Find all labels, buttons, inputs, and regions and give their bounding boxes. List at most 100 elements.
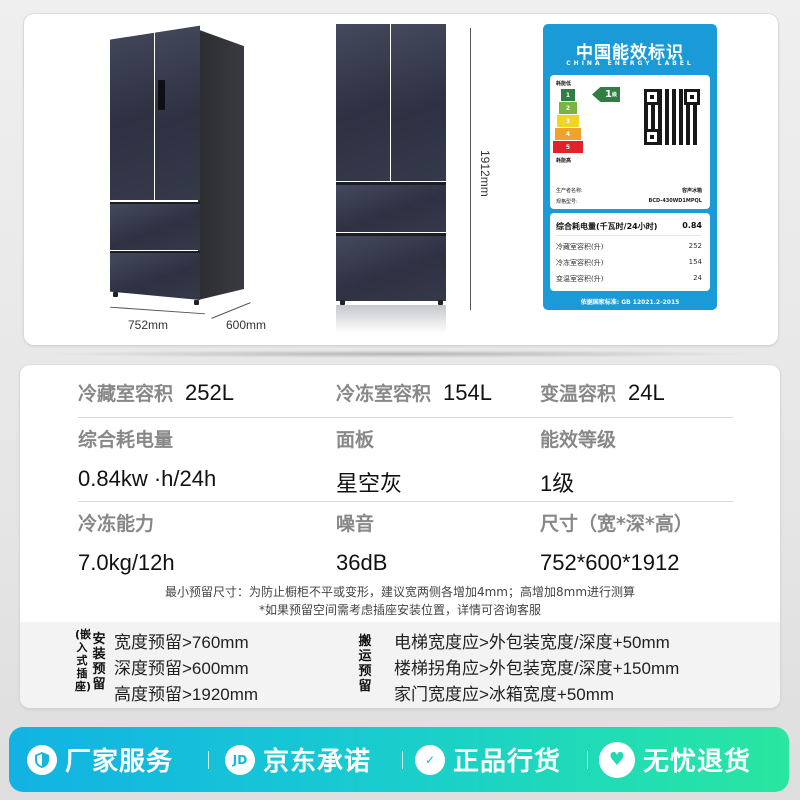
spec-variable-volume: 变温容积 24L (540, 379, 665, 406)
height-label: 1912mm (478, 150, 492, 197)
banner-separator (208, 751, 209, 769)
install-side-title: (嵌入式插座) (75, 628, 92, 693)
spec-noise: 噪音 36dB (336, 509, 387, 576)
spec-value: 154L (443, 380, 492, 405)
reserve-section: (嵌入式插座) 安装预留 宽度预留>760mm 深度预留>600mm 高度预留>… (20, 622, 780, 708)
fridge-reflection (336, 305, 446, 333)
grade-bar-5: 5 (553, 141, 583, 153)
transport-line: 家门宽度应>冰箱宽度+50mm (394, 685, 615, 704)
banner-separator (402, 751, 403, 769)
energy-row-label: 变温室容积(升) (556, 275, 604, 283)
energy-row-value: 0.84 (682, 221, 702, 230)
install-line: 高度预留>1920mm (114, 685, 259, 704)
energy-row: 冷冻室容积(升) 154 (556, 258, 702, 268)
spec-value: 7.0kg/12h (78, 550, 175, 575)
install-line: 深度预留>600mm (114, 659, 249, 678)
spec-card: 冷藏室容积 252L 冷冻室容积 154L 变温容积 24L 综合耗电量 0.8… (20, 365, 780, 708)
left-door (336, 24, 390, 181)
grade-bar-1: 1 (561, 89, 575, 101)
spec-energy-grade: 能效等级 1级 (540, 425, 616, 498)
spec-value: 24L (628, 380, 665, 405)
fridge-front-image (336, 24, 446, 305)
energy-row: 综合耗电量(千瓦时/24小时) 0.84 (556, 221, 702, 232)
socket-note: *如果预留空间需考虑插座安装位置，详情可咨询客服 (258, 603, 541, 617)
card-shadow (40, 350, 760, 358)
grade-suffix: 级 (611, 92, 617, 98)
banner-item-worry-free-return[interactable]: ♥ 无忧退货 (599, 727, 751, 792)
energy-row-value: 252 (688, 242, 702, 250)
energy-row-label: 冷冻室容积(升) (556, 259, 604, 267)
fridge-side-panel (198, 29, 244, 300)
fridge-front-panel (110, 25, 200, 300)
banner-label: 正品行货 (453, 747, 562, 777)
middle-drawer (110, 202, 200, 250)
current-grade: 1 (605, 89, 612, 100)
spec-value: 星空灰 (336, 471, 403, 496)
banner-item-genuine[interactable]: ✓ 正品行货 (415, 727, 561, 792)
energy-label-title: 中国能效标识 (576, 43, 684, 63)
fridge-foot (113, 292, 118, 297)
height-dimension-line (470, 28, 471, 310)
spec-value: 1级 (540, 471, 575, 496)
check-shield-icon: ✓ (415, 744, 445, 775)
control-display (158, 80, 165, 110)
depth-label: 600mm (226, 318, 267, 332)
energy-label-subtitle: CHINA ENERGY LABEL (566, 60, 694, 67)
bottom-drawer (110, 251, 200, 300)
transport-line: 电梯宽度应>外包装宽度/深度+50mm (394, 633, 670, 652)
spec-label: 综合耗电量 (78, 429, 174, 451)
spec-value: 36dB (336, 550, 388, 575)
banner-item-manufacturer-service[interactable]: 厂家服务 (27, 727, 173, 792)
spec-freezer-volume: 冷冻室容积 154L (336, 379, 492, 406)
spec-value: 252L (185, 380, 234, 405)
banner-label: 京东承诺 (263, 747, 372, 777)
fridge-foot (340, 300, 345, 305)
spec-label: 面板 (336, 429, 375, 451)
energy-row: 变温室容积(升) 24 (556, 274, 702, 284)
fridge-perspective-image (110, 20, 245, 305)
china-energy-label: 中国能效标识 CHINA ENERGY LABEL 耗能低 1 2 3 4 5 … (543, 24, 717, 310)
model-label: 规格型号: (556, 199, 578, 205)
high-consumption-label: 耗能高 (556, 158, 572, 164)
spec-label: 尺寸（宽*深*高） (540, 513, 693, 535)
model-value: BCD-430WD1MPQL (648, 198, 702, 204)
grade-bar-2: 2 (559, 102, 577, 114)
spec-label: 冷冻室容积 (336, 383, 432, 405)
banner-item-jd-promise[interactable]: JD 京东承诺 (225, 727, 371, 792)
spec-label: 噪音 (336, 513, 375, 535)
energy-row-label: 冷藏室容积(升) (556, 243, 604, 251)
spec-dimensions: 尺寸（宽*深*高） 752*600*1912 (540, 509, 693, 576)
low-consumption-label: 耗能低 (556, 81, 572, 87)
spec-power-consumption: 综合耗电量 0.84kw ·h/24h (78, 425, 216, 492)
middle-drawer (336, 182, 446, 232)
install-title: 安装预留 (92, 632, 106, 692)
energy-row-label: 综合耗电量(千瓦时/24小时) (556, 222, 658, 231)
spec-divider (78, 417, 733, 418)
right-door (391, 24, 446, 181)
banner-label: 厂家服务 (65, 747, 174, 777)
banner-label: 无忧退货 (643, 747, 752, 777)
energy-row-value: 154 (688, 258, 702, 266)
right-door (155, 25, 200, 200)
manufacturer-value: 容声冰箱 (681, 188, 702, 194)
qr-code-icon[interactable] (644, 89, 700, 145)
spec-divider (78, 501, 733, 502)
transport-line: 楼梯拐角应>外包装宽度/深度+150mm (394, 659, 680, 678)
manufacturer-label: 生产者名称: (556, 188, 583, 194)
spec-label: 冷冻能力 (78, 513, 155, 535)
shield-icon (27, 744, 57, 775)
spec-fridge-volume: 冷藏室容积 252L (78, 379, 234, 406)
energy-row: 冷藏室容积(升) 252 (556, 242, 702, 252)
spec-panel: 面板 星空灰 (336, 425, 402, 498)
service-banner: 厂家服务 JD 京东承诺 ✓ 正品行货 ♥ 无忧退货 (9, 727, 789, 792)
transport-title: 搬运预留 (358, 634, 372, 694)
left-door (110, 25, 154, 200)
grade-bar-4: 4 (555, 128, 581, 140)
banner-separator (587, 751, 588, 769)
jd-icon: JD (225, 744, 255, 775)
reserve-note: 最小预留尺寸：为防止橱柜不平或变形，建议宽两侧各增加4mm；高增加8mm进行测算 (164, 585, 636, 599)
energy-standard: 依据国家标准: GB 12021.2-2015 (580, 299, 680, 306)
spec-value: 752*600*1912 (540, 550, 680, 575)
spec-label: 冷藏室容积 (78, 383, 174, 405)
